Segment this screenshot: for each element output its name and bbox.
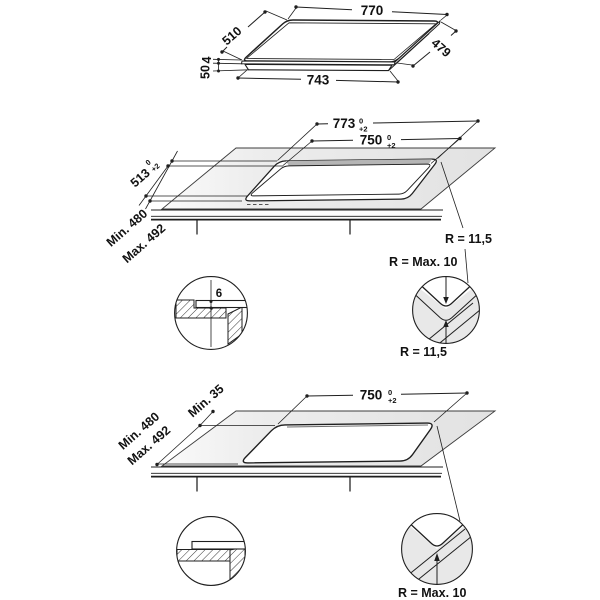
hob-body-right-edge	[388, 33, 430, 71]
dim-heights: 4 50	[199, 56, 249, 79]
flush-corner-edge-line-1	[423, 309, 480, 344]
arrow-up-icon	[434, 553, 440, 561]
dim-recess-depth-tol-upper: 0	[144, 158, 153, 168]
dim-recess-width: 773 0 +2	[277, 116, 480, 161]
dim-surface-cutout-width-tol-lower: +2	[388, 396, 397, 405]
dim-width-top: 770	[287, 3, 449, 21]
surface-cutout-back-shadow	[286, 424, 429, 428]
dim-surface-cutout-width-tol-upper: 0	[388, 388, 392, 397]
dim-flush-cutout-width-value: 750	[360, 133, 383, 148]
surface-counter-front-edge	[151, 466, 443, 492]
dim-width-bottom: 743	[236, 69, 400, 87]
flush-corner-radius-top-label: R = Max. 10	[389, 255, 457, 269]
dim-depth-left: 510	[220, 10, 288, 61]
dim-recess-width-value: 773	[333, 116, 356, 131]
flush-step-depth-label: 6	[216, 288, 222, 300]
surface-corner-edge-line-2	[406, 528, 466, 577]
surface-section-counter-hatch	[176, 549, 231, 562]
dim-recess-width-tol-upper: 0	[359, 117, 363, 126]
surface-corner-detail-circle	[401, 513, 473, 585]
surface-cutout-outline	[242, 422, 433, 464]
flush-corner-radius-bottom-label: R = 11,5	[400, 345, 447, 359]
surface-corner-cutout-edge	[404, 518, 470, 547]
arrow-up-icon	[443, 320, 449, 327]
dim-surface-cutout-width: 750 0 +2	[277, 388, 469, 425]
hob-glass-top-face	[243, 19, 439, 63]
flush-corner-detail-circle	[412, 276, 480, 344]
surface-section-detail	[176, 516, 246, 586]
dim-recess-depth-value: 513	[128, 166, 153, 190]
hob-glass-inner-edge	[246, 22, 437, 60]
flush-section-detail: 6	[174, 276, 248, 350]
hob-body-front-face	[244, 63, 393, 72]
hob-isometric-view: 770 510 4 50	[199, 3, 458, 87]
flush-section-glass	[195, 299, 248, 309]
surface-corner-leader-line	[436, 425, 461, 522]
flush-corner-radius-label: R = 11,5	[445, 232, 492, 246]
surface-installation-plan: 750 0 +2 Min. 35 Min. 480 Max. 492	[116, 382, 497, 522]
surface-corner-detail: R = Max. 10	[398, 513, 473, 600]
flush-section-cut-face-hatch	[227, 306, 243, 345]
dim-width-bottom-value: 743	[307, 72, 330, 87]
hob-glass-right-face	[393, 19, 441, 67]
flush-section-detail-circle	[174, 276, 248, 350]
dim-surface-cutout-width-value: 750	[360, 388, 383, 403]
arrow-down-icon	[443, 297, 449, 304]
flush-corner-detail: R = Max. 10 R = 11,5	[389, 255, 480, 359]
dim-flush-cutout-width: 750 0 +2	[282, 133, 462, 166]
flush-installation-plan: 773 0 +2 750 0 +2 513 0 +2	[104, 116, 497, 284]
dim-depth-right-value: 479	[429, 36, 454, 60]
surface-section-glass	[191, 540, 246, 550]
dim-rear-clearance-value: Min. 35	[185, 382, 226, 420]
dim-flush-cutout-width-tol-lower: +2	[387, 141, 396, 150]
dim-recess-width-tol-lower: +2	[359, 125, 368, 134]
surface-corner-notch	[401, 513, 473, 549]
dim-body-height-value: 50	[199, 65, 213, 79]
surface-section-detail-circle	[176, 516, 246, 586]
dim-flush-cutout-width-tol-upper: 0	[387, 133, 391, 142]
flush-corner-cutout-edge	[413, 278, 479, 307]
surface-corner-edge-line-1	[413, 535, 473, 584]
flush-counter-front-edge	[151, 209, 443, 235]
dim-depth-left-value: 510	[220, 24, 245, 48]
surface-corner-radius-label: R = Max. 10	[398, 586, 466, 600]
flush-cutout-outline	[250, 163, 431, 197]
flush-corner-radius-callout: R = 11,5	[440, 161, 492, 284]
dim-glass-height-value: 4	[200, 56, 214, 63]
dim-width-top-value: 770	[361, 3, 384, 18]
